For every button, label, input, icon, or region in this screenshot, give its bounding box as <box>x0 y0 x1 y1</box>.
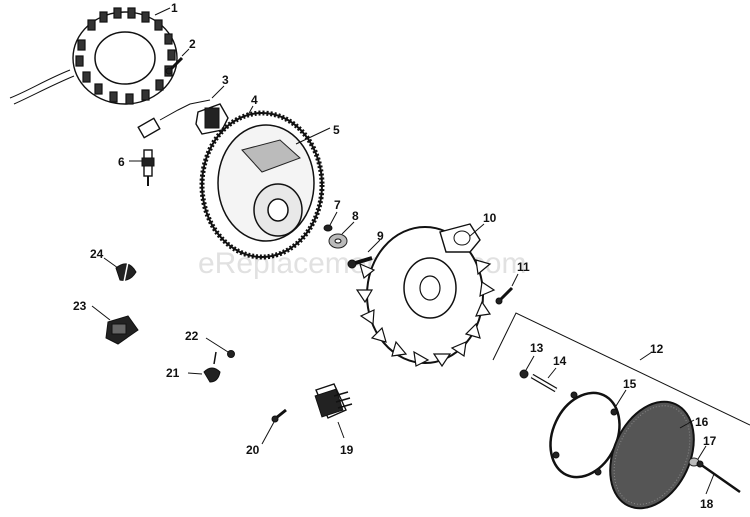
bolt-icon[interactable] <box>347 256 373 269</box>
callout-5: 5 <box>333 123 340 137</box>
callout-9: 9 <box>377 229 384 243</box>
callout-14: 14 <box>553 354 567 368</box>
washer-icon[interactable] <box>328 233 348 249</box>
callout-23: 23 <box>73 299 87 313</box>
callout-15: 15 <box>623 377 637 391</box>
callout-24: 24 <box>90 247 104 261</box>
spark-plug-icon[interactable] <box>141 149 155 186</box>
nut-icon[interactable] <box>227 350 235 358</box>
callout-12: 12 <box>650 342 664 356</box>
callout-22: 22 <box>185 329 199 343</box>
clamp-icon[interactable] <box>203 351 221 383</box>
stator-icon[interactable] <box>9 7 178 105</box>
callout-16: 16 <box>695 415 709 429</box>
long-screw-icon[interactable] <box>696 460 741 494</box>
washer-icon[interactable] <box>519 369 529 379</box>
callout-19: 19 <box>340 443 354 457</box>
screw-icon[interactable] <box>165 56 184 75</box>
pin-icon[interactable] <box>530 373 558 393</box>
callout-20: 20 <box>246 443 260 457</box>
callout-17: 17 <box>703 434 717 448</box>
callout-21: 21 <box>166 366 180 380</box>
cooling-fan-icon[interactable] <box>355 223 496 368</box>
callout-13: 13 <box>530 341 544 355</box>
callout-4: 4 <box>251 93 258 107</box>
callout-6: 6 <box>118 155 125 169</box>
callout-2: 2 <box>189 37 196 51</box>
screen-kit-bracket <box>492 312 750 426</box>
callout-18: 18 <box>700 497 714 511</box>
connector-icon[interactable] <box>105 315 139 345</box>
callout-1: 1 <box>171 1 178 15</box>
flywheel-key-icon[interactable] <box>323 224 333 232</box>
callout-3: 3 <box>222 73 229 87</box>
callout-11: 11 <box>517 260 530 274</box>
callout-7: 7 <box>334 198 341 212</box>
debris-screen-icon[interactable] <box>594 388 710 517</box>
clip-icon[interactable] <box>115 261 137 283</box>
screw-icon[interactable] <box>495 286 514 305</box>
ignition-module-icon[interactable] <box>137 99 229 139</box>
callout-8: 8 <box>352 209 359 223</box>
callout-10: 10 <box>483 211 497 225</box>
rectifier-regulator-icon[interactable] <box>314 383 353 419</box>
flywheel-icon[interactable] <box>199 110 325 260</box>
screw-icon[interactable] <box>271 408 287 423</box>
